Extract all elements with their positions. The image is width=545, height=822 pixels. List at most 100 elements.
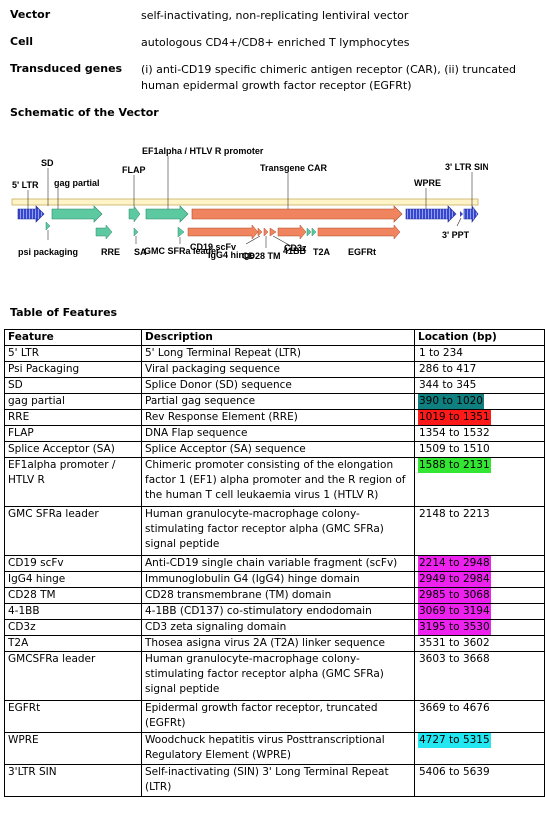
cell-location: 1509 to 1510	[414, 441, 545, 458]
gmc-label: GMC SFRa leader	[144, 246, 220, 256]
sa-arrow	[133, 227, 139, 237]
location-value: 3195 to 3530	[418, 620, 491, 635]
cell-description: Anti-CD19 single chain variable fragment…	[141, 555, 415, 572]
vector-schematic: 5' LTR SD psi packaging gag partial RRE …	[11, 146, 488, 260]
cell-description: Epidermal growth factor receptor, trunca…	[141, 700, 415, 733]
table-header-row: Feature Description Location (bp)	[4, 329, 545, 346]
info-vector-value: self-inactivating, non-replicating lenti…	[141, 9, 409, 22]
cell-feature: 5' LTR	[4, 345, 142, 362]
wpre-label: WPRE	[414, 178, 441, 188]
cell-location: 3069 to 3194	[414, 603, 545, 620]
ef1-label: EF1alpha / HTLV R promoter	[142, 146, 264, 156]
info-cell: Cell autologous CD4+/CD8+ enriched T lym…	[10, 35, 540, 51]
info-vector-label: Vector	[10, 8, 51, 21]
features-table: Feature Description Location (bp) 5' LTR…	[4, 329, 545, 797]
location-value: 1588 to 2131	[418, 458, 491, 473]
location-value: 3531 to 3602	[419, 637, 490, 649]
cell-location: 3195 to 3530	[414, 619, 545, 636]
location-value: 2148 to 2213	[419, 508, 490, 520]
cell-location: 390 to 1020	[414, 393, 545, 410]
cell-description: Splice Acceptor (SA) sequence	[141, 441, 415, 458]
location-value: 2949 to 2984	[418, 572, 491, 587]
ppt-arrow	[460, 211, 463, 217]
sa-label: SA	[134, 247, 147, 257]
location-value: 3069 to 3194	[418, 604, 491, 619]
flap-label: FLAP	[122, 165, 146, 175]
cell-location: 4727 to 5315	[414, 732, 545, 765]
cell-location: 1019 to 1351	[414, 409, 545, 426]
cell-feature: 3'LTR SIN	[4, 764, 142, 797]
cell-location: 3669 to 4676	[414, 700, 545, 733]
info-genes: Transduced genes (i) anti-CD19 specific …	[10, 62, 540, 94]
sd-label: SD	[41, 158, 54, 168]
cell-location: 1354 to 1532	[414, 425, 545, 442]
rre-arrow	[95, 224, 113, 240]
info-vector: Vector self-inactivating, non-replicatin…	[10, 8, 540, 24]
ef1-arrow	[145, 205, 189, 223]
table-row: Splice Acceptor (SA)Splice Acceptor (SA)…	[4, 441, 545, 458]
ltr5-label: 5' LTR	[12, 180, 39, 190]
header-location: Location (bp)	[414, 329, 545, 346]
cell-location: 3531 to 3602	[414, 635, 545, 652]
cell-description: Human granulocyte-macrophage colony-stim…	[141, 651, 415, 701]
cd3z-label: CD3z	[284, 243, 307, 253]
cell-description: 5' Long Terminal Repeat (LTR)	[141, 345, 415, 362]
cell-description: CD28 transmembrane (TM) domain	[141, 587, 415, 604]
location-value: 1354 to 1532	[419, 427, 490, 439]
cell-description: Rev Response Element (RRE)	[141, 409, 415, 426]
gag-label: gag partial	[54, 178, 100, 188]
cell-description: Chimeric promoter consisting of the elon…	[141, 457, 415, 507]
t2a-label: T2A	[313, 247, 331, 257]
location-value: 1509 to 1510	[419, 443, 490, 455]
cell-location: 5406 to 5639	[414, 764, 545, 797]
cell-feature: WPRE	[4, 732, 142, 765]
igg4-connector	[245, 235, 261, 245]
location-value: 390 to 1020	[418, 394, 484, 409]
cell-location: 2148 to 2213	[414, 506, 545, 556]
cell-location: 1 to 234	[414, 345, 545, 362]
location-value: 344 to 345	[419, 379, 477, 391]
cell-description: Splice Donor (SD) sequence	[141, 377, 415, 394]
info-cell-label: Cell	[10, 35, 34, 48]
location-value: 1019 to 1351	[418, 410, 491, 425]
schematic-heading: Schematic of the Vector	[10, 106, 159, 119]
cell-location: 2985 to 3068	[414, 587, 545, 604]
cell-feature: CD28 TM	[4, 587, 142, 604]
cell-description: 4-1BB (CD137) co-stimulatory endodomain	[141, 603, 415, 620]
rre-label: RRE	[101, 247, 120, 257]
psi-label: psi packaging	[18, 247, 78, 257]
transgene-arrow	[191, 205, 403, 223]
flap-arrow	[128, 205, 141, 223]
cell-description: Self-inactivating (SIN) 3' Long Terminal…	[141, 764, 415, 797]
info-genes-label: Transduced genes	[10, 62, 123, 75]
cell-description: Thosea asigna virus 2A (T2A) linker sequ…	[141, 635, 415, 652]
bb-label: 41BB	[283, 246, 307, 256]
wpre-arrow	[405, 205, 457, 223]
cell-description: DNA Flap sequence	[141, 425, 415, 442]
cell-feature: 4-1BB	[4, 603, 142, 620]
cd3z-arrow	[277, 224, 307, 240]
backbone	[11, 198, 479, 206]
cd19-arrow	[187, 224, 259, 240]
info-cell-value: autologous CD4+/CD8+ enriched T lymphocy…	[141, 36, 410, 49]
cell-location: 1588 to 2131	[414, 457, 545, 507]
ppt-connector	[456, 217, 462, 227]
t2a-arrow	[306, 227, 312, 237]
location-value: 2985 to 3068	[418, 588, 491, 603]
cell-feature: Psi Packaging	[4, 361, 142, 378]
gmc-arrow	[177, 226, 185, 238]
cell-feature: CD3z	[4, 619, 142, 636]
cell-location: 344 to 345	[414, 377, 545, 394]
cell-feature: EGFRt	[4, 700, 142, 733]
location-value: 3603 to 3668	[419, 653, 490, 665]
